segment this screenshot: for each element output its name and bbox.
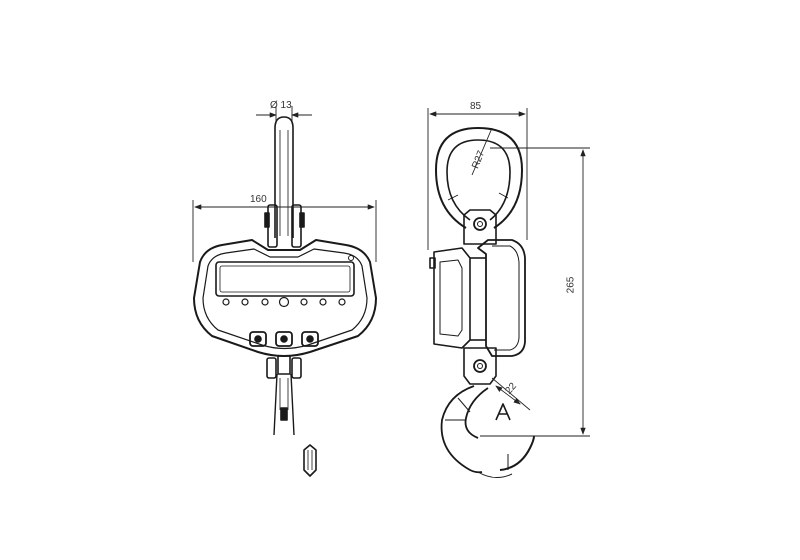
- side-view: [429, 127, 535, 478]
- side-body: [429, 239, 526, 357]
- side-dimensions: [427, 108, 590, 437]
- body-width-label: 160: [250, 194, 267, 205]
- ring: [435, 127, 523, 229]
- side-width-label: 85: [470, 101, 482, 112]
- hook: [440, 385, 535, 478]
- front-dimensions: [192, 106, 377, 262]
- scale-body: [193, 239, 377, 357]
- indicator-lights: [222, 296, 346, 308]
- front-view: [193, 116, 377, 477]
- control-buttons: [249, 331, 319, 347]
- shackle-diameter-label: Ø 13: [270, 100, 292, 111]
- total-height-label: 265: [565, 276, 577, 294]
- shackle: [264, 116, 305, 248]
- front-hook: [266, 355, 317, 477]
